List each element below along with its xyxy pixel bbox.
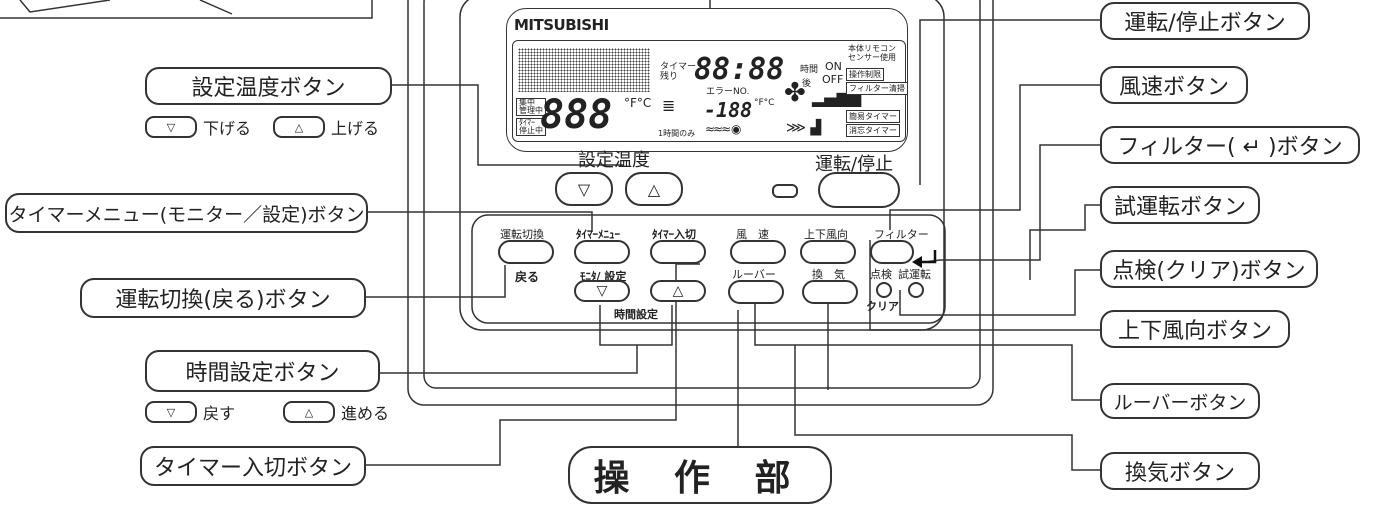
temp-down-button[interactable]: ▽ — [555, 172, 613, 206]
time-legend: ▽ 戻す △ 進める — [145, 400, 389, 424]
filter-clean-badge: フィルター清掃 — [846, 82, 908, 95]
louver-label: ルーバー — [732, 268, 776, 281]
body-sensor-badge: 本体リモコン センサー使用 — [846, 44, 898, 62]
test-run-button-callout: 試運転ボタン — [1100, 186, 1260, 224]
mode-switch-button[interactable] — [498, 240, 554, 264]
operation-limit-badge: 操作制限 — [846, 68, 884, 81]
temp-unit: °F°C — [624, 96, 652, 110]
timer-digits: 88:88 — [694, 52, 785, 87]
fan-icon: ✤ — [784, 78, 806, 108]
swing-icon: ≈≈≈ ◉ — [705, 122, 741, 136]
check-clear-button-callout: 点検(クリア)ボタン — [1100, 250, 1318, 288]
time-set-label: 時間設定 — [614, 308, 658, 321]
time-fwd-text: 進める — [341, 404, 390, 423]
error-no-label: エラーNO. — [706, 87, 750, 97]
set-temp-button-callout: 設定温度ボタン — [145, 67, 392, 105]
vane-icon: ⋙ ▟ — [786, 120, 822, 136]
down-arrow-icon: ▽ — [145, 401, 197, 423]
central-control-badge: 集中 管理中 — [516, 98, 546, 116]
timer-onoff-label: ﾀｲﾏｰ入切 — [652, 228, 696, 241]
temp-up-button[interactable]: △ — [625, 172, 683, 206]
run-stop-button-callout: 運転/停止ボタン — [1100, 2, 1310, 40]
vane-button-callout: 上下風向ボタン — [1100, 310, 1290, 348]
run-stop-button[interactable] — [818, 172, 900, 208]
run-indicator-lamp — [772, 184, 798, 198]
timer-menu-label: ﾀｲﾏｰﾒﾆｭｰ — [576, 228, 620, 241]
mode-switch-label: 運転切換 — [500, 228, 544, 241]
panel-title: 操 作 部 — [568, 446, 832, 504]
airflow-icon: ≣ — [662, 96, 676, 115]
vane-label: 上下風向 — [804, 228, 848, 241]
fan-speed-button-callout: 風速ボタン — [1100, 66, 1248, 104]
vent-button-callout: 換気ボタン — [1100, 452, 1260, 490]
after-label: 後 — [802, 79, 812, 89]
dot-matrix-area — [518, 48, 650, 92]
forget-timer-badge: 消忘タイマー — [846, 124, 900, 137]
temp-down-text: 下げる — [203, 119, 252, 138]
test-label: 試運転 — [898, 268, 931, 281]
temp-legend: ▽ 下げる △ 上げる — [145, 115, 379, 139]
temp-up-text: 上げる — [331, 119, 380, 138]
down-arrow-icon: ▽ — [145, 116, 197, 138]
run-stop-label: 運転/停止 — [815, 154, 894, 175]
temp-digits: 888 — [540, 92, 613, 138]
timer-menu-button[interactable] — [574, 240, 630, 264]
simple-timer-badge: 簡易タイマー — [846, 110, 900, 123]
timer-remain-label: タイマー 残り — [660, 62, 697, 82]
vane-button[interactable] — [800, 240, 856, 264]
timer-onoff-button[interactable] — [650, 240, 706, 264]
vent-label: 換 気 — [812, 268, 845, 281]
check-label: 点検 — [870, 268, 892, 281]
check-button[interactable] — [876, 282, 892, 298]
brand-logo: MITSUBISHI — [514, 16, 609, 34]
time-back-text: 戻す — [203, 404, 236, 423]
clear-label: クリア — [866, 300, 899, 313]
filter-label: フィルター — [874, 228, 929, 241]
filter-button-callout: フィルター( ↵ )ボタン — [1100, 126, 1360, 164]
timer-stop-badge: ﾀｲﾏｰ 停止中 — [516, 118, 546, 136]
louver-button-callout: ルーバーボタン — [1100, 383, 1260, 419]
time-label: 時間 — [800, 65, 819, 75]
time-set-button-callout: 時間設定ボタン — [145, 350, 380, 392]
vent-button[interactable] — [802, 280, 858, 304]
back-label: 戻る — [515, 270, 540, 284]
timer-onoff-button-callout: タイマー入切ボタン — [140, 446, 366, 486]
louver-button[interactable] — [728, 280, 784, 304]
one-hour-label: 1時間のみ — [658, 129, 696, 138]
small-temp-unit: °F°C — [754, 98, 775, 108]
off-label: OFF — [822, 73, 844, 86]
monitor-set-label: ﾓﾆﾀ/ 設定 — [580, 270, 627, 283]
set-temp-label: 設定温度 — [578, 150, 650, 171]
small-temp-digits: -188 — [704, 98, 753, 122]
time-fwd-button[interactable]: △ — [650, 280, 706, 302]
fan-label: 風 速 — [736, 228, 769, 241]
up-arrow-icon: △ — [283, 401, 336, 423]
fan-speed-button[interactable] — [730, 240, 786, 264]
up-arrow-icon: △ — [273, 116, 326, 138]
timer-menu-button-callout: タイマーメニュー(モニター／設定)ボタン — [5, 193, 368, 233]
filter-button[interactable] — [870, 240, 914, 264]
test-run-button[interactable] — [908, 282, 924, 298]
time-back-button[interactable]: ▽ — [574, 280, 630, 302]
mode-switch-button-callout: 運転切換(戻る)ボタン — [80, 278, 366, 318]
on-label: ON — [825, 60, 842, 73]
